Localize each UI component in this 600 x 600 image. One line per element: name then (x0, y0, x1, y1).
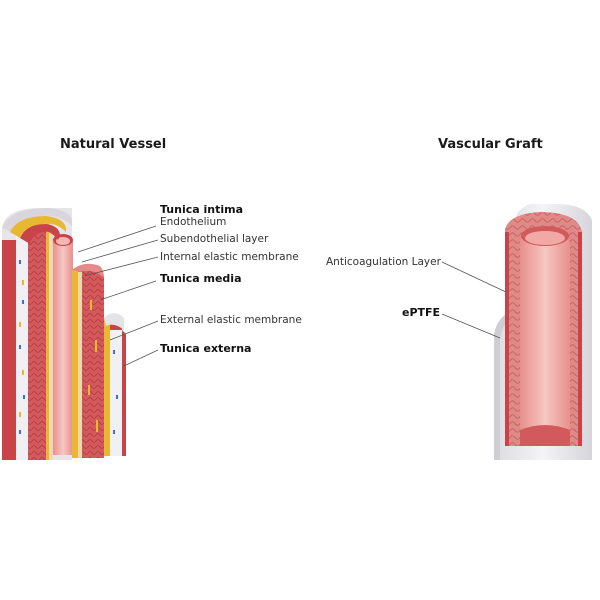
graft-lumen (520, 226, 570, 444)
label-tunica-intima: Tunica intima (160, 203, 244, 216)
natural-lumen (53, 240, 73, 455)
graft-leader-lines (441, 261, 507, 339)
outer-muscle-band (2, 240, 16, 460)
label-tunica-externa: Tunica externa (160, 342, 252, 355)
natural-vessel-illustration (2, 208, 126, 460)
label-eptfe: ePTFE (402, 306, 441, 319)
label-anticoagulation-layer: Anticoagulation Layer (326, 256, 441, 268)
label-subendothelial-layer: Subendothelial layer (160, 233, 269, 245)
label-internal-elastic-membrane: Internal elastic membrane (160, 251, 299, 263)
label-endothelium: Endothelium (160, 216, 227, 228)
vascular-graft-title: Vascular Graft (438, 137, 543, 152)
label-external-elastic-membrane: External elastic membrane (160, 314, 302, 326)
internal-elastic-band (46, 222, 49, 460)
label-tunica-media: Tunica media (160, 272, 242, 285)
adventitia-band (16, 232, 28, 460)
natural-vessel-title: Natural Vessel (60, 137, 167, 152)
natural-leader-lines (77, 225, 159, 367)
tunica-media-band (28, 225, 46, 460)
vascular-graft-illustration (494, 204, 592, 460)
